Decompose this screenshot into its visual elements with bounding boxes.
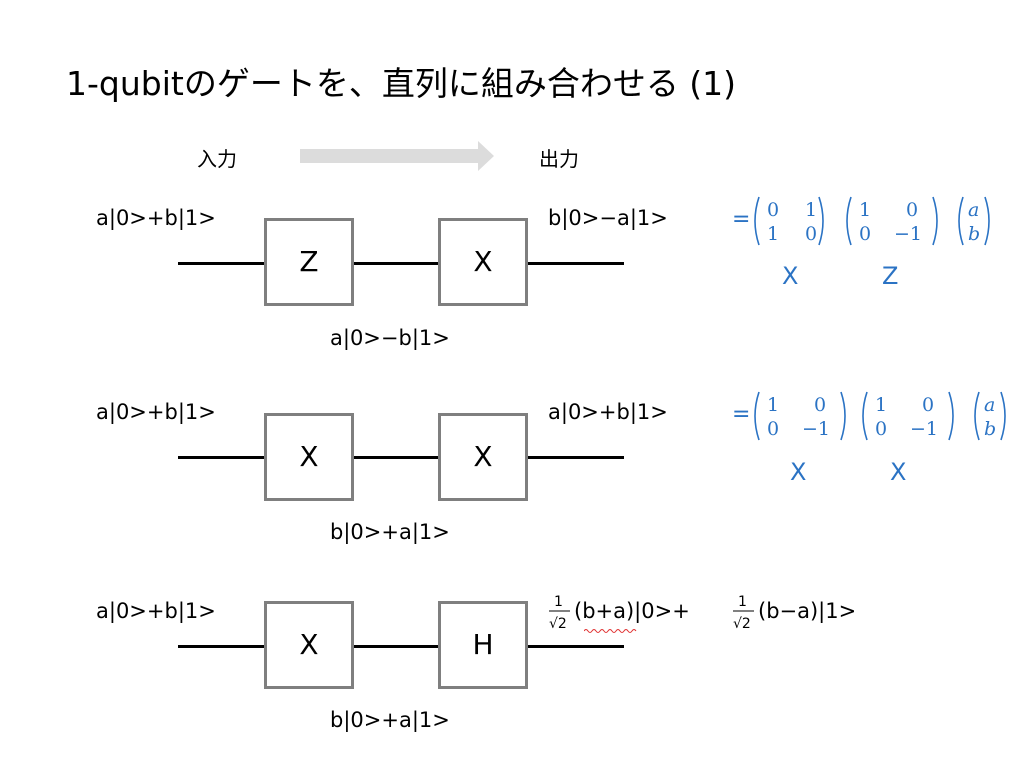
row3-middle-state: b|0>+a|1> (330, 708, 450, 732)
row3-frac1-num: 1 (554, 594, 563, 610)
row2-m1-a: 1 (767, 394, 779, 416)
row2-eq-label-2: X (890, 458, 907, 486)
row2-state-vector: a b (970, 389, 1010, 447)
row1-input-state: a|0>+b|1> (96, 206, 216, 230)
row3-input-state: a|0>+b|1> (96, 599, 216, 623)
row2-matrix-2: 1 0 0 −1 (858, 389, 958, 447)
row3-wire-in (178, 645, 264, 648)
direction-arrow-icon (300, 141, 496, 175)
row2-m2-c: 0 (875, 418, 887, 440)
row1-m2-a: 1 (859, 199, 871, 221)
spellcheck-squiggle (583, 619, 638, 638)
row3-gate-2-label: H (472, 628, 494, 661)
row2-m1-b: 0 (814, 394, 826, 416)
row1-eq-label-1: X (782, 262, 799, 290)
row3-output-term-2: (b−a)|1> (758, 599, 857, 623)
row2-gate-1: X (264, 413, 354, 501)
row1-m1-a: 0 (767, 199, 779, 221)
slide-title: 1-qubitのゲートを、直列に組み合わせる (1) (66, 64, 737, 103)
row2-m2-d: −1 (910, 418, 938, 440)
row3-wire-out (528, 645, 624, 648)
row2-middle-state: b|0>+a|1> (330, 520, 450, 544)
row2-gate-1-label: X (299, 440, 319, 473)
row2-v-b: b (984, 418, 996, 440)
row1-m1-b: 1 (805, 199, 817, 221)
row1-matrix-z: 1 0 0 −1 (842, 194, 942, 252)
row1-wire-out (528, 262, 624, 265)
output-label: 出力 (539, 147, 579, 171)
row2-wire-mid (354, 456, 438, 459)
row2-equals-sign: = (732, 402, 751, 427)
row2-v-a: a (984, 394, 995, 416)
row1-gate-1: Z (264, 218, 354, 306)
row3-output-fraction-2: 1 √2 (730, 590, 756, 642)
row1-m2-c: 0 (859, 223, 871, 245)
row3-frac1-den: √2 (549, 616, 567, 632)
row1-middle-state: a|0>−b|1> (330, 326, 450, 350)
row2-gate-2-label: X (473, 440, 493, 473)
row1-m1-d: 0 (805, 223, 817, 245)
row3-output-term-1: (b+a)|0>+ (574, 599, 690, 623)
row3-output-fraction-1: 1 √2 (546, 590, 572, 642)
row1-output-state: b|0>−a|1> (548, 206, 668, 230)
row1-wire-mid (354, 262, 438, 265)
row1-matrix-x: 0 1 1 0 (750, 194, 828, 252)
row2-output-state: a|0>+b|1> (548, 400, 668, 424)
input-label: 入力 (197, 147, 237, 171)
row2-wire-out (528, 456, 624, 459)
row2-matrix-1: 1 0 0 −1 (750, 389, 850, 447)
row3-frac2-den: √2 (733, 616, 751, 632)
row1-eq-label-2: Z (882, 262, 899, 290)
row1-v-a: a (968, 199, 979, 221)
row1-m2-d: −1 (894, 223, 922, 245)
row1-v-b: b (968, 223, 980, 245)
row3-gate-1: X (264, 601, 354, 689)
row1-equals-sign: = (732, 207, 751, 232)
row2-m1-c: 0 (767, 418, 779, 440)
row2-eq-label-1: X (790, 458, 807, 486)
row1-m1-c: 1 (767, 223, 779, 245)
row3-gate-1-label: X (299, 628, 319, 661)
row2-m2-b: 0 (922, 394, 934, 416)
row1-wire-in (178, 262, 264, 265)
row1-m2-b: 0 (906, 199, 918, 221)
row2-wire-in (178, 456, 264, 459)
row1-state-vector: a b (954, 194, 994, 252)
row1-gate-2: X (438, 218, 528, 306)
row2-m1-d: −1 (802, 418, 830, 440)
row2-input-state: a|0>+b|1> (96, 400, 216, 424)
row3-frac2-num: 1 (738, 594, 747, 610)
row2-gate-2: X (438, 413, 528, 501)
row1-gate-1-label: Z (299, 245, 319, 278)
row3-wire-mid (354, 645, 438, 648)
row1-gate-2-label: X (473, 245, 493, 278)
row2-m2-a: 1 (875, 394, 887, 416)
row3-gate-2: H (438, 601, 528, 689)
